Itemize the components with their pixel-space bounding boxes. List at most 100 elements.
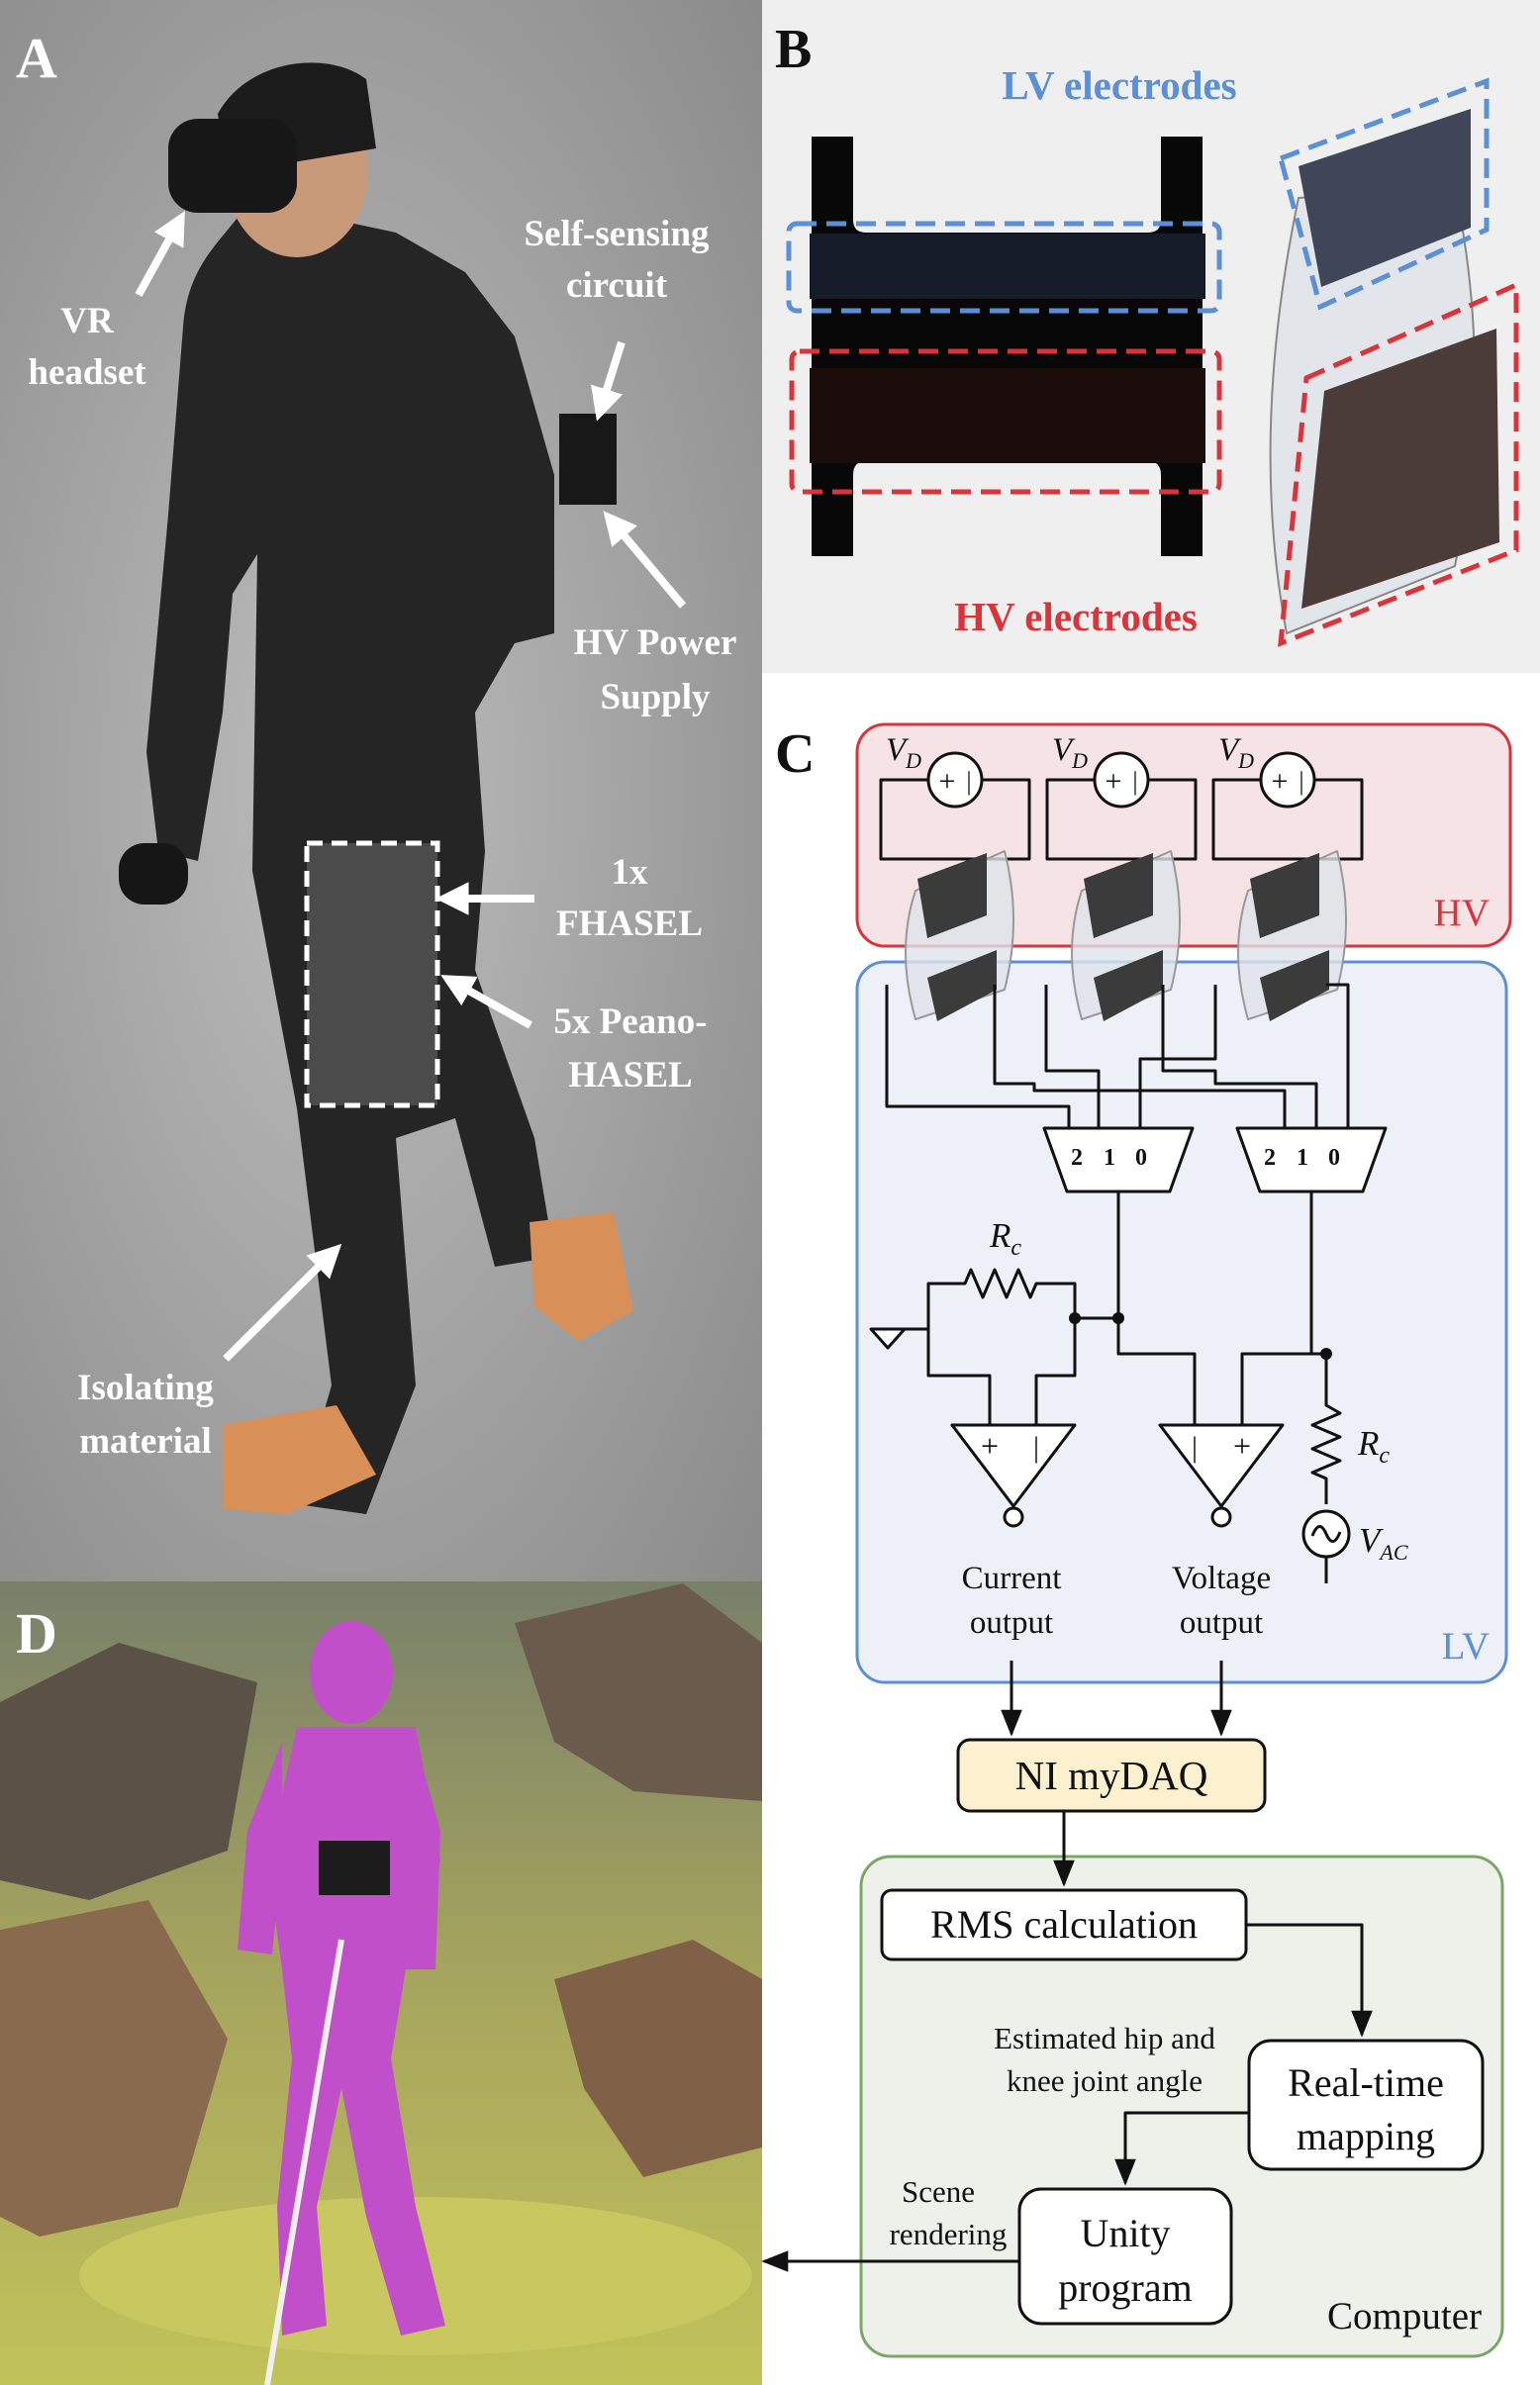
excitation-resistor xyxy=(1310,1393,1342,1504)
voltage-output-label-line1: Voltage xyxy=(1172,1561,1271,1596)
pouch-lv-electrode xyxy=(1094,950,1163,1021)
hv-electrode-3d xyxy=(1301,329,1499,609)
pouch-lv-electrode xyxy=(1260,950,1329,1021)
label-isolating-line2: material xyxy=(79,1421,212,1462)
hv-source-minus: | xyxy=(1132,767,1137,796)
pouch-hv-electrode xyxy=(1250,853,1319,938)
mux-input-label: 2 xyxy=(1264,1145,1276,1171)
arrow-rms-to-mapping xyxy=(1246,1923,1373,2038)
feedback-resistor-label: Rc xyxy=(989,1216,1021,1261)
arrow-peano xyxy=(440,975,532,1029)
panel-a-letter: A xyxy=(16,26,57,90)
rms-calculation-label: RMS calculation xyxy=(930,1902,1198,1947)
hv-source-plus: + xyxy=(1272,765,1289,798)
real-time-mapping-label-line2: mapping xyxy=(1297,2114,1435,2158)
connection-wire xyxy=(1326,983,1350,1128)
hv-source-minus: | xyxy=(1299,767,1303,796)
op-amp-voltage-plus: + xyxy=(1233,1428,1251,1464)
real-time-mapping-box xyxy=(1247,2039,1485,2171)
avatar-figure xyxy=(238,1621,445,2336)
hv-channel-1: + | VD xyxy=(879,732,1031,1021)
hv-electrodes-title: HV electrodes xyxy=(954,594,1198,639)
arrow-self-sensing xyxy=(591,340,626,422)
arrow-vr-headset xyxy=(135,211,185,297)
op-amp-current-minus: | xyxy=(1033,1431,1039,1464)
unity-program-box xyxy=(1017,2187,1233,2326)
mux-input-label: 0 xyxy=(1135,1145,1147,1171)
ground-symbol xyxy=(869,1327,907,1350)
op-amp-current-plus: + xyxy=(981,1428,999,1464)
excitation-resistor-label: Rc xyxy=(1357,1424,1390,1469)
label-hv-supply-line1: HV Power xyxy=(574,622,737,663)
connection-wire xyxy=(1138,985,1217,1128)
panel-b-letter: B xyxy=(775,19,812,80)
hv-source-label: VD xyxy=(1052,732,1088,773)
voltage-output-label-line2: output xyxy=(1180,1605,1263,1641)
hv-electrode-outline xyxy=(789,348,1222,495)
op-amp-voltage-minus: | xyxy=(1192,1431,1198,1464)
label-isolating-line1: Isolating xyxy=(77,1368,214,1408)
hv-source xyxy=(926,751,984,809)
unity-program-label-line2: program xyxy=(1058,2265,1193,2310)
output-terminal-current xyxy=(1003,1506,1024,1528)
label-hv-supply-line2: Supply xyxy=(600,677,711,717)
arrow-mapping-to-unity xyxy=(1114,2111,1249,2186)
label-self-sensing-line1: Self-sensing xyxy=(524,214,710,254)
scene-rendering-label-line2: rendering xyxy=(890,2217,1008,2251)
connection-wire xyxy=(885,985,1071,1128)
self-sensing-box xyxy=(559,414,617,505)
connection-wire xyxy=(1044,985,1101,1128)
mux-input-label: 1 xyxy=(1297,1145,1308,1171)
output-terminal-voltage xyxy=(1210,1506,1232,1528)
rock-shape xyxy=(0,1900,228,2237)
lv-electrode xyxy=(810,234,1205,299)
label-vr-headset-line2: headset xyxy=(28,352,146,393)
computer-region-label: Computer xyxy=(1327,2295,1482,2337)
lv-electrode-3d xyxy=(1299,109,1471,287)
hv-source-plus: + xyxy=(1106,765,1122,798)
hv-channel-2: + | VD xyxy=(1045,732,1198,1021)
white-cane xyxy=(264,1939,344,2385)
mux-input-label: 1 xyxy=(1104,1145,1115,1171)
lv-region-label: LV xyxy=(1442,1625,1490,1668)
multiplexer-right xyxy=(1235,1126,1388,1193)
arrow-hv-supply xyxy=(603,511,687,609)
hv-source-plus: + xyxy=(939,765,956,798)
circuit-wire xyxy=(1051,1282,1118,1320)
panel-b: B LV electrodes HV electrodes xyxy=(762,0,1540,673)
connection-wire xyxy=(1161,985,1318,1128)
label-peano-line2: HASEL xyxy=(568,1055,692,1096)
op-amp-voltage xyxy=(1158,1423,1285,1508)
lv-electrode-outline xyxy=(786,221,1222,314)
real-time-mapping-label-line1: Real-time xyxy=(1288,2060,1444,2105)
current-output-label-line1: Current xyxy=(962,1561,1062,1596)
shoe-left xyxy=(223,1405,376,1514)
multiplexer-left xyxy=(1042,1126,1195,1193)
hv-source-minus: | xyxy=(966,767,971,796)
actuator-highlight-box xyxy=(304,840,440,1108)
estimated-angle-label-line2: knee joint angle xyxy=(1007,2063,1203,2098)
ac-source-wave-icon xyxy=(1310,1525,1342,1543)
panel-a-arrows xyxy=(135,211,687,1362)
hv-electrode xyxy=(810,368,1205,463)
scene-rendering-label-line1: Scene xyxy=(902,2174,975,2209)
estimated-angle-label-line1: Estimated hip and xyxy=(994,2021,1215,2055)
unity-program-label-line1: Unity xyxy=(1080,2211,1170,2255)
hv-source-label: VD xyxy=(886,732,921,773)
panel-d-letter: D xyxy=(16,1601,57,1666)
label-vr-headset-line1: VR xyxy=(60,301,115,341)
junction-dot xyxy=(1320,1348,1332,1360)
label-peano-line1: 5x Peano- xyxy=(553,1002,707,1042)
connection-wire xyxy=(993,985,1287,1128)
panel-c-letter: C xyxy=(775,723,815,785)
arrow-isolating xyxy=(223,1243,342,1362)
junction-dot xyxy=(1112,1312,1124,1324)
panel-a: A VR headset Self-sensing circuit HV Pow… xyxy=(0,0,762,1581)
hv-region-label: HV xyxy=(1434,892,1490,934)
hv-electrode-3d-outline xyxy=(1278,281,1519,647)
daq-label: NI myDAQ xyxy=(1015,1753,1208,1798)
flow-arrows xyxy=(761,1661,1373,2272)
current-output-label-line2: output xyxy=(970,1605,1053,1641)
pouch-hv-electrode xyxy=(917,853,987,938)
